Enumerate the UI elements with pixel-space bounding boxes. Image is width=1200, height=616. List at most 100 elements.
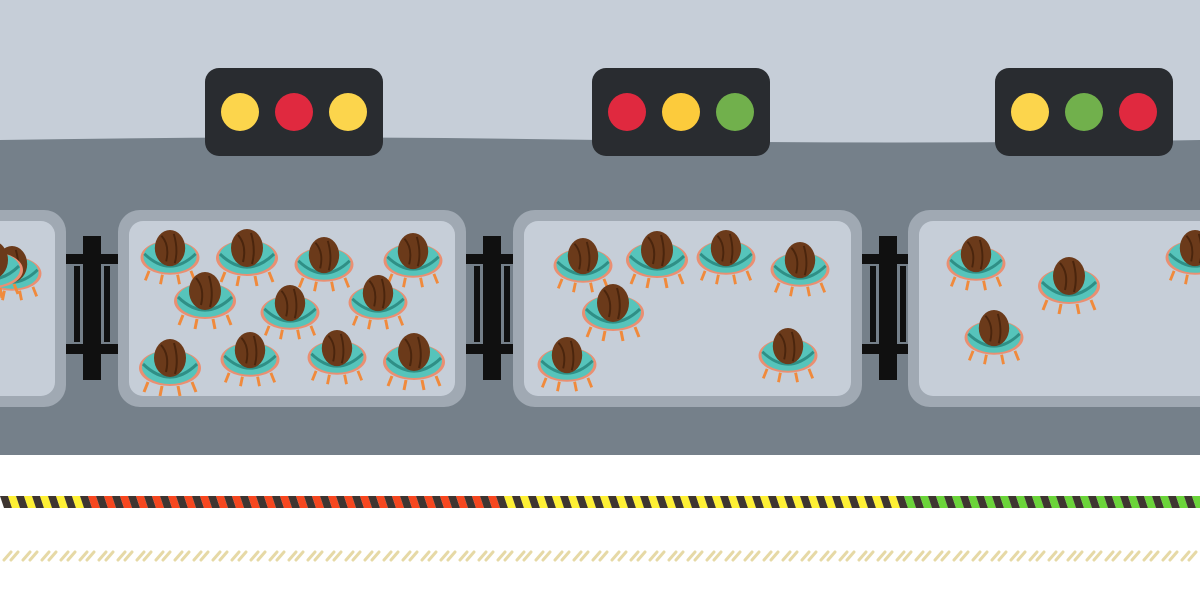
person-top-view-icon <box>537 337 597 392</box>
tactile-mark <box>458 550 476 562</box>
hair-strands <box>327 333 345 364</box>
person-top-view-icon <box>174 272 236 330</box>
tactile-mark <box>496 550 514 562</box>
shoes <box>585 326 641 342</box>
tactile-mark <box>914 550 932 562</box>
person-top-view-icon <box>758 328 818 383</box>
tactile-mark <box>439 550 457 562</box>
tactile-paving <box>2 550 1198 562</box>
person-top-view-icon <box>220 332 280 387</box>
shoes <box>142 381 198 397</box>
tactile-mark <box>838 550 856 562</box>
hair <box>362 275 394 312</box>
hair <box>551 337 583 374</box>
train-car <box>0 210 66 407</box>
tactile-mark <box>363 550 381 562</box>
person-top-view-icon <box>383 333 445 391</box>
tactile-mark <box>610 550 628 562</box>
signal-light-yellow <box>221 93 259 131</box>
hair-strands <box>966 239 984 270</box>
coupler-bar <box>466 254 518 264</box>
tactile-mark <box>553 550 571 562</box>
tactile-mark <box>420 550 438 562</box>
hair <box>960 236 992 273</box>
hair-strands <box>557 340 575 371</box>
shoes <box>761 368 815 383</box>
tactile-mark <box>192 550 210 562</box>
tactile-mark <box>1104 550 1122 562</box>
signal-light-amber <box>662 93 700 131</box>
hair <box>397 233 429 270</box>
tactile-mark <box>325 550 343 562</box>
shoes <box>297 277 351 292</box>
tactile-mark <box>287 550 305 562</box>
shoes <box>540 377 594 392</box>
hair <box>154 339 186 377</box>
person-top-view-icon <box>348 275 408 330</box>
signal-light-green <box>1065 93 1103 131</box>
shoes <box>263 325 317 340</box>
tactile-mark <box>800 550 818 562</box>
hair-strands <box>1059 260 1077 293</box>
coupler-bar <box>66 254 118 264</box>
tactile-mark <box>1028 550 1046 562</box>
hair-strands <box>160 342 178 375</box>
hair-strands <box>716 233 734 264</box>
shoes <box>699 270 753 285</box>
hair <box>231 229 263 267</box>
hair <box>784 242 816 279</box>
coupler-bar <box>466 344 518 354</box>
tactile-mark <box>78 550 96 562</box>
coupler-rail <box>104 266 110 342</box>
tactile-mark <box>1180 550 1198 562</box>
hair <box>710 230 742 267</box>
signal-light-yellow <box>329 93 367 131</box>
person-top-view-icon <box>307 330 367 385</box>
signal-light-red <box>1119 93 1157 131</box>
tactile-mark <box>971 550 989 562</box>
hair-strands <box>778 331 796 362</box>
shoes <box>223 372 277 387</box>
hair-strands <box>403 236 421 267</box>
hair-strands <box>573 241 591 272</box>
tactile-mark <box>933 550 951 562</box>
coupler-icon <box>466 236 518 380</box>
shoes <box>773 282 827 297</box>
shoes <box>556 278 610 293</box>
signal-light-red <box>275 93 313 131</box>
tactile-mark <box>135 550 153 562</box>
person-top-view-icon <box>582 284 644 342</box>
tactile-mark <box>21 550 39 562</box>
tactile-mark <box>1066 550 1084 562</box>
tactile-mark <box>743 550 761 562</box>
coupler-bar <box>66 344 118 354</box>
train-car <box>908 210 1200 407</box>
shoes <box>177 314 233 330</box>
tactile-mark <box>268 550 286 562</box>
coupler-rail <box>504 266 510 342</box>
shoes <box>219 271 275 287</box>
tactile-mark <box>59 550 77 562</box>
crowding-strip <box>0 496 1200 508</box>
person-top-view-icon <box>383 233 443 288</box>
tactile-mark <box>819 550 837 562</box>
tactile-mark <box>211 550 229 562</box>
signal-light-yellow <box>1011 93 1049 131</box>
traffic-light-icon <box>592 68 770 156</box>
tactile-mark <box>705 550 723 562</box>
tactile-mark <box>762 550 780 562</box>
tactile-mark <box>781 550 799 562</box>
hair <box>234 332 266 369</box>
person-top-view-icon <box>139 339 201 397</box>
hair-strands <box>240 335 258 366</box>
tactile-mark <box>230 550 248 562</box>
person-top-view-icon <box>294 237 354 292</box>
person-top-view-icon <box>626 231 688 289</box>
hair <box>1179 230 1200 267</box>
person-top-view-icon <box>696 230 756 285</box>
tactile-mark <box>667 550 685 562</box>
tactile-mark <box>724 550 742 562</box>
tactile-mark <box>1085 550 1103 562</box>
hair <box>567 238 599 275</box>
